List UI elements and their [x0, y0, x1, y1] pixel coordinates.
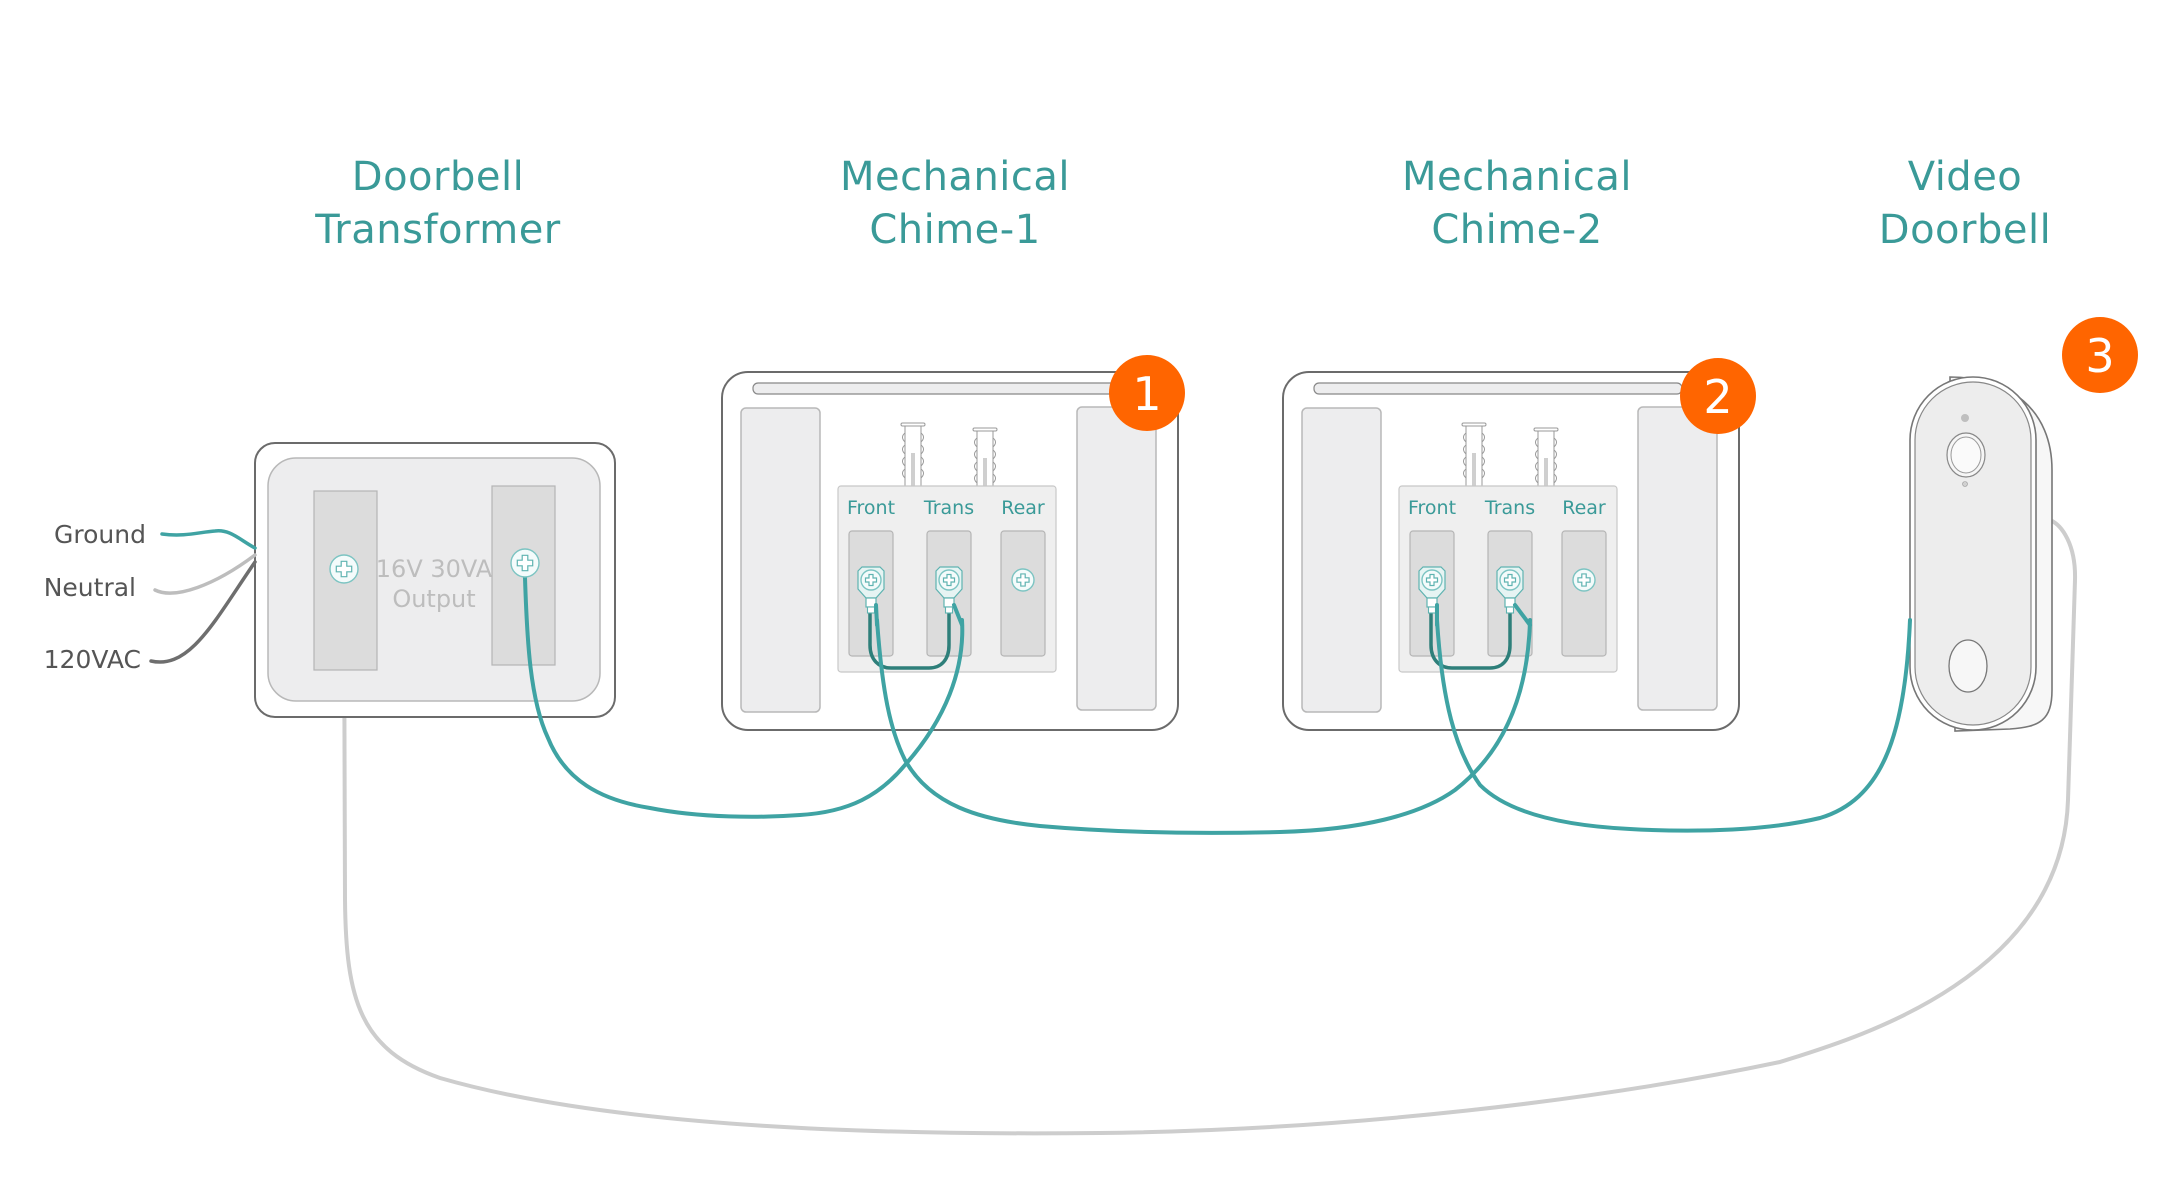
terminal-label-rear: Rear — [1001, 497, 1045, 519]
heading-transformer-line1: Doorbell — [352, 154, 524, 200]
terminal-screw — [1499, 569, 1521, 591]
wire-stub — [1513, 603, 1532, 627]
line-120vac-wire — [149, 560, 257, 664]
wire-chime1-front-to-chime2-trans — [875, 618, 1532, 835]
heading-video-doorbell-line1: Video — [1908, 154, 2023, 200]
transformer-screw-right — [510, 548, 540, 578]
phillips-cross-icon — [864, 573, 878, 587]
wire-chime2-front-to-doorbell — [1435, 618, 1912, 833]
wall-anchor-icon — [1533, 427, 1559, 486]
phillips-cross-icon — [1577, 573, 1591, 587]
heading-video-doorbell-line2: Doorbell — [1879, 207, 2051, 253]
phillips-cross-icon — [942, 573, 956, 587]
step-badge-3-number: 3 — [2085, 329, 2114, 383]
crimp-end — [944, 606, 954, 614]
terminal-screw-rear — [1572, 568, 1596, 592]
step-badge-3: 3 — [2062, 317, 2138, 393]
doorbell-camera-lens-icon — [1950, 436, 1982, 474]
wire-transformer-to-chime1-trans — [523, 576, 965, 819]
wire-stub — [952, 603, 964, 627]
ring-terminal-trans — [935, 566, 963, 614]
wire-stub — [874, 603, 879, 627]
terminal-rear — [1561, 530, 1607, 657]
phillips-cross-icon — [516, 554, 534, 572]
step-badge-2: 2 — [1680, 358, 1756, 434]
video-doorbell — [1909, 376, 2053, 732]
ring-terminal-trans — [1496, 566, 1524, 614]
step-badge-2-circle — [1680, 358, 1756, 434]
jumper-wire — [1429, 612, 1512, 670]
crimp-end — [866, 606, 876, 614]
heading-transformer: Doorbell Transformer — [314, 154, 561, 253]
terminal-label-trans: Trans — [923, 497, 974, 519]
crimp-end — [1505, 606, 1515, 614]
heading-transformer-line2: Transformer — [314, 207, 561, 253]
ring-terminal-front — [857, 566, 885, 614]
chime-left-resonator — [740, 407, 821, 713]
neutral-wire — [153, 553, 257, 595]
chime-right-resonator — [1637, 406, 1718, 711]
terminal-screw — [1421, 569, 1443, 591]
step-badge-1: 1 — [1109, 355, 1185, 431]
step-badge-1-number: 1 — [1132, 367, 1161, 421]
ground-wire — [160, 529, 257, 550]
heading-chime-2-line2: Chime-2 — [1431, 207, 1602, 253]
step-badge-3-circle — [2062, 317, 2138, 393]
return-wire — [342, 518, 2078, 1136]
mechanical-chime-2: Front Trans Rear — [1282, 371, 1740, 731]
heading-chime-2: Mechanical Chime-2 — [1402, 154, 1632, 253]
wall-anchor-icon — [972, 427, 998, 486]
phillips-cross-icon — [335, 560, 353, 578]
input-label-120vac: 120VAC — [44, 645, 141, 674]
step-badge-2-number: 2 — [1703, 370, 1732, 424]
terminal-screw — [860, 569, 882, 591]
chime-top-slot — [1313, 382, 1683, 395]
terminal-label-front: Front — [1408, 497, 1456, 519]
heading-chime-1: Mechanical Chime-1 — [840, 154, 1070, 253]
ring-terminal-front — [1418, 566, 1446, 614]
doorbell-face — [1914, 381, 2032, 726]
doorbell-led-icon — [1962, 481, 1968, 487]
terminal-rear — [1000, 530, 1046, 657]
terminal-label-front: Front — [847, 497, 895, 519]
chime-right-resonator — [1076, 406, 1157, 711]
input-label-ground: Ground — [54, 520, 146, 549]
crimp-end — [1427, 606, 1437, 614]
wall-anchor-icon — [1461, 422, 1487, 486]
transformer-screw-left — [329, 554, 359, 584]
mechanical-chime-1: Front Trans Rear — [721, 371, 1179, 731]
terminal-screw-rear — [1011, 568, 1035, 592]
heading-chime-1-line2: Chime-1 — [869, 207, 1040, 253]
doorbell-sensor-icon — [1961, 414, 1969, 422]
phillips-cross-icon — [1503, 573, 1517, 587]
terminal-screw — [938, 569, 960, 591]
heading-video-doorbell: Video Doorbell — [1879, 154, 2051, 253]
wall-anchor-icon — [900, 422, 926, 486]
phillips-cross-icon — [1425, 573, 1439, 587]
jumper-wire — [868, 612, 951, 670]
transformer-output-label-line2: Output — [392, 585, 475, 613]
chime-left-resonator — [1301, 407, 1382, 713]
terminal-label-trans: Trans — [1484, 497, 1535, 519]
phillips-cross-icon — [1016, 573, 1030, 587]
doorbell-transformer: 16V 30VA Output — [254, 442, 616, 718]
heading-chime-2-line1: Mechanical — [1402, 154, 1632, 200]
chime-top-slot — [752, 382, 1122, 395]
input-label-neutral: Neutral — [44, 573, 136, 602]
heading-chime-1-line1: Mechanical — [840, 154, 1070, 200]
doorbell-button[interactable] — [1948, 639, 1988, 693]
terminal-label-rear: Rear — [1562, 497, 1606, 519]
step-badge-1-circle — [1109, 355, 1185, 431]
transformer-output-label-line1: 16V 30VA — [376, 555, 493, 583]
